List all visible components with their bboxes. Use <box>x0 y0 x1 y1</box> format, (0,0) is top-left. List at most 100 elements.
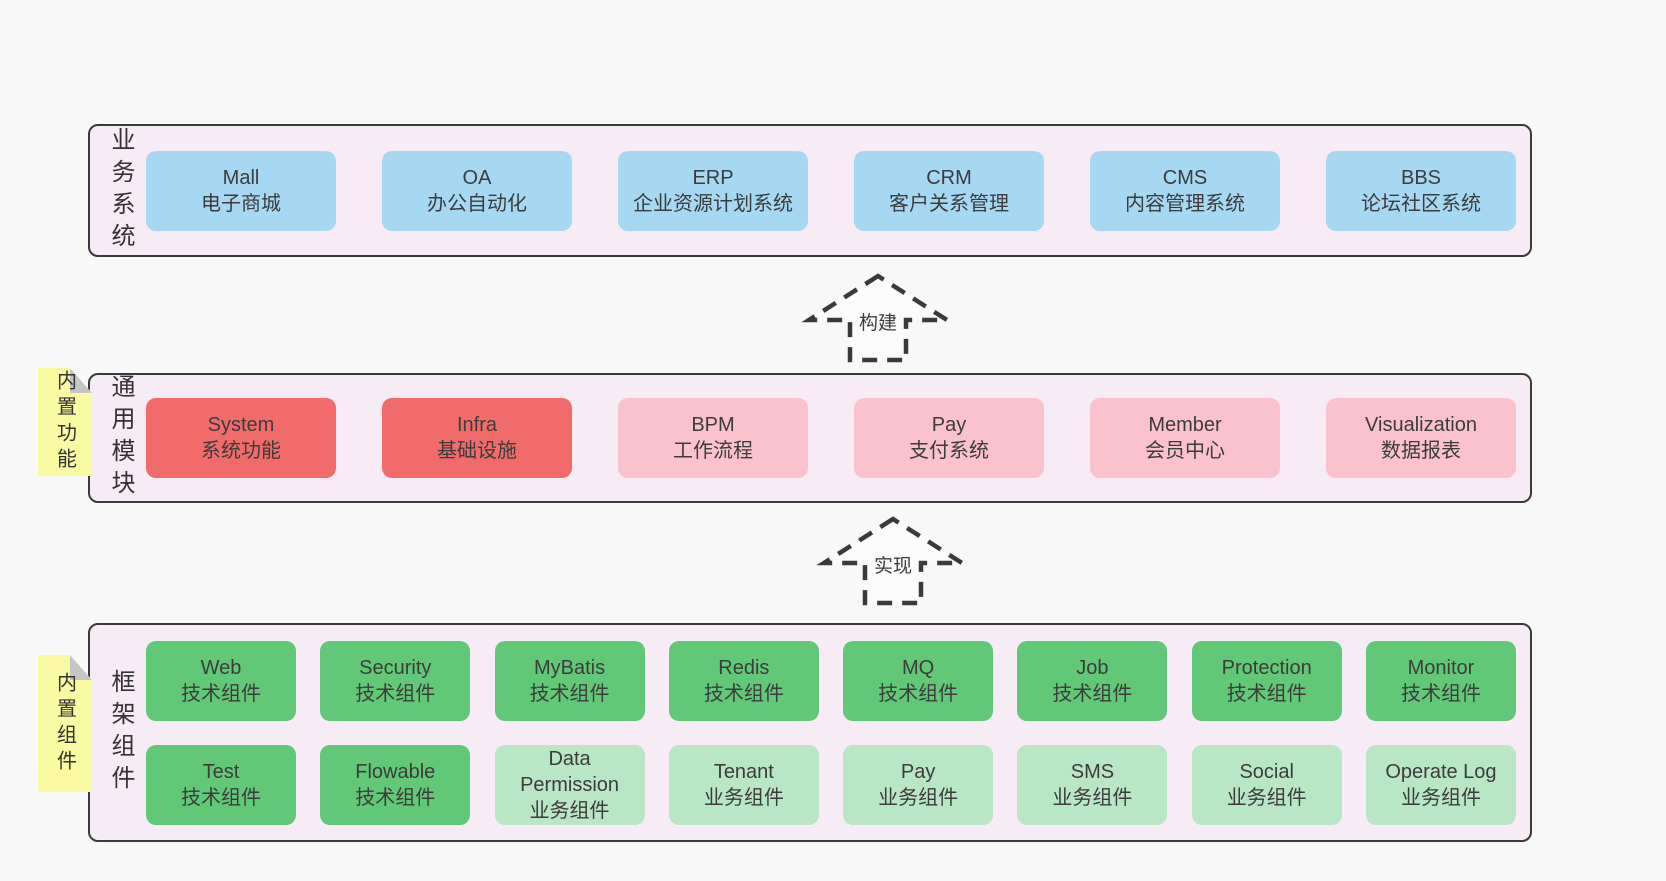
arrow-label: 实现 <box>873 556 912 577</box>
box-subtitle: 业务组件 <box>1400 786 1481 809</box>
box-title: OA <box>462 166 492 189</box>
box-subtitle: 技术组件 <box>355 786 436 809</box>
up-arrow-icon <box>816 516 970 606</box>
box-title: BBS <box>1400 166 1442 189</box>
box-pay: Pay 业务组件 <box>843 744 994 825</box>
box-subtitle: 工作流程 <box>673 440 753 462</box>
box-subtitle: 客户关系管理 <box>889 192 1009 215</box>
section-common-modules: 通用模块 System 系统功能 Infra 基础设施 BPM 工作流程 Pay 支付系统 Me… <box>88 373 1532 503</box>
box-subtitle: 办公自动化 <box>427 192 527 215</box>
box-subtitle: 论坛社区系统 <box>1361 192 1481 215</box>
box-subtitle: 内容管理系统 <box>1125 192 1245 215</box>
box-title: Mall <box>222 166 260 189</box>
box-title: System <box>207 414 275 436</box>
box-bpm: BPM 工作流程 <box>618 398 808 478</box>
box-subtitle: 业务组件 <box>1052 786 1133 809</box>
sticky-note-text: 内置功能 <box>53 370 76 474</box>
box-subtitle: 技术组件 <box>878 682 959 705</box>
box-subtitle: 业务组件 <box>1226 786 1307 809</box>
box-test: Test 技术组件 <box>146 744 296 825</box>
box-protection: Protection 技术组件 <box>1191 640 1342 721</box>
box-subtitle: 数据报表 <box>1381 440 1461 462</box>
box-mybatis: MyBatis 技术组件 <box>494 640 645 721</box>
box-subtitle: 技术组件 <box>703 682 784 705</box>
sticky-note-builtin-components: 内置组件 <box>38 655 92 792</box>
box-title: Flowable <box>355 760 436 783</box>
box-title: CRM <box>926 166 972 189</box>
box-subtitle: 技术组件 <box>1052 682 1133 705</box>
box-title: Web <box>200 656 242 679</box>
box-title: BPM <box>691 414 735 436</box>
box-subtitle: 支付系统 <box>909 440 989 462</box>
box-job: Job 技术组件 <box>1017 640 1168 721</box>
box-title: Protection <box>1221 656 1312 679</box>
box-subtitle: 技术组件 <box>181 786 261 809</box>
box-subtitle: 业务组件 <box>878 786 959 809</box>
box-title: SMS <box>1070 760 1115 783</box>
box-title: Infra <box>456 414 498 436</box>
box-bbs: BBS 论坛社区系统 <box>1326 150 1516 231</box>
box-subtitle: 企业资源计划系统 <box>633 192 793 215</box>
box-pay: Pay 支付系统 <box>854 398 1044 478</box>
up-arrow-icon <box>801 273 955 363</box>
box-crm: CRM 客户关系管理 <box>854 150 1044 231</box>
arrow-build: 构建 <box>798 272 958 364</box>
box-mall: Mall 电子商城 <box>146 150 336 231</box>
box-visualization: Visualization 数据报表 <box>1326 398 1516 478</box>
box-subtitle: 技术组件 <box>355 682 436 705</box>
box-title: Visualization <box>1365 414 1477 436</box>
box-title: Tenant <box>713 760 774 783</box>
box-title: Social <box>1239 760 1294 783</box>
arrow-implement: 实现 <box>813 515 973 607</box>
box-title: Data Permission <box>520 747 620 796</box>
box-title: MQ <box>902 656 935 679</box>
box-subtitle: 业务组件 <box>703 786 784 809</box>
box-subtitle: 技术组件 <box>529 682 610 705</box>
box-system: System 系统功能 <box>146 398 336 478</box>
section-label: 业务系统 <box>107 126 134 255</box>
box-subtitle: 电子商城 <box>201 192 281 215</box>
box-title: Pay <box>900 760 936 783</box>
box-oa: OA 办公自动化 <box>382 150 572 231</box>
box-social: Social 业务组件 <box>1191 744 1342 825</box>
box-operate-log: Operate Log 业务组件 <box>1365 744 1516 825</box>
box-web: Web 技术组件 <box>146 640 296 721</box>
arrow-label: 构建 <box>858 313 897 334</box>
box-title: Test <box>202 760 240 783</box>
box-subtitle: 基础设施 <box>437 440 517 462</box>
box-flowable: Flowable 技术组件 <box>320 744 471 825</box>
sticky-note-text: 内置组件 <box>53 671 76 776</box>
box-subtitle: 技术组件 <box>1226 682 1307 705</box>
section-label: 框架组件 <box>107 668 134 797</box>
box-title: Operate Log <box>1385 760 1497 783</box>
box-infra: Infra 基础设施 <box>382 398 572 478</box>
box-title: Monitor <box>1407 656 1475 679</box>
section-label: 通用模块 <box>107 374 134 502</box>
sticky-note-builtin-features: 内置功能 <box>38 368 92 476</box>
box-title: Pay <box>931 414 967 436</box>
box-title: Redis <box>718 656 770 679</box>
box-redis: Redis 技术组件 <box>668 640 819 721</box>
box-subtitle: 业务组件 <box>529 799 610 822</box>
box-title: Job <box>1076 656 1109 679</box>
box-title: Member <box>1148 414 1222 436</box>
box-subtitle: 技术组件 <box>181 682 261 705</box>
box-tenant: Tenant 业务组件 <box>668 744 819 825</box>
box-title: MyBatis <box>534 656 606 679</box>
box-subtitle: 系统功能 <box>201 440 281 462</box>
